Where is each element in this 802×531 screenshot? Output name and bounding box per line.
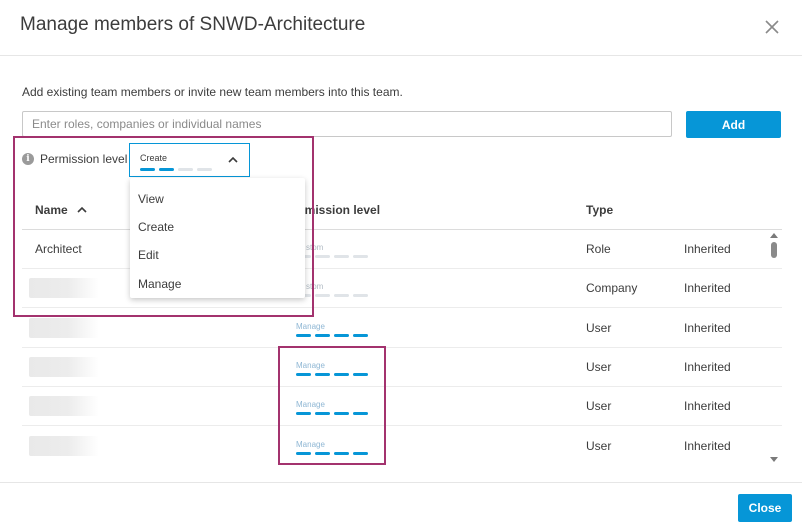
permission-selected-value: Create: [140, 153, 168, 163]
level-dash: [353, 294, 368, 297]
inherited-status: Inherited: [684, 321, 731, 335]
inherited-status: Inherited: [684, 360, 731, 374]
dialog-description: Add existing team members or invite new …: [22, 85, 403, 99]
row-divider: [22, 425, 782, 426]
member-type: User: [586, 399, 612, 413]
chevron-up-icon: [228, 156, 238, 163]
inherited-status: Inherited: [684, 281, 731, 295]
member-type: Role: [586, 242, 611, 256]
add-button[interactable]: Add: [686, 111, 781, 138]
level-dash: [296, 334, 311, 337]
option-view[interactable]: View: [138, 192, 164, 206]
level-dash: [140, 168, 155, 171]
redacted-member-name: [29, 278, 99, 298]
highlight-box-manage-levels: [278, 346, 386, 465]
level-dash: [315, 452, 330, 455]
column-header-permission[interactable]: rmission level: [300, 203, 381, 217]
level-dash: [334, 412, 349, 415]
level-dash: [353, 255, 368, 258]
permission-dropdown-menu: View Create Edit Manage: [130, 178, 305, 298]
level-dash: [178, 168, 193, 171]
inherited-status: Inherited: [684, 399, 731, 413]
row-permission-label: Manage: [296, 361, 325, 370]
close-icon[interactable]: [760, 15, 784, 39]
row-divider: [22, 307, 782, 308]
level-dash: [334, 373, 349, 376]
redacted-member-name: [29, 436, 99, 456]
scrollbar-thumb[interactable]: [771, 242, 777, 258]
row-permission-indicator: [296, 412, 368, 415]
inherited-status: Inherited: [684, 439, 731, 453]
row-permission-label: Manage: [296, 322, 325, 331]
level-dash: [296, 452, 311, 455]
permission-level-select[interactable]: Create: [129, 143, 250, 177]
permission-level-row: i Permission level: [22, 152, 127, 166]
close-button[interactable]: Close: [738, 494, 792, 522]
level-dash: [315, 334, 330, 337]
level-dash: [197, 168, 212, 171]
member-type: User: [586, 360, 612, 374]
permission-level-label: Permission level: [40, 152, 128, 166]
column-header-name-label: Name: [35, 203, 68, 217]
row-permission-indicator: [296, 294, 368, 297]
level-dash: [353, 412, 368, 415]
option-create[interactable]: Create: [138, 220, 175, 234]
level-dash: [334, 255, 349, 258]
level-dash: [296, 412, 311, 415]
level-dash: [353, 334, 368, 337]
row-permission-label: Manage: [296, 400, 325, 409]
scroll-down-arrow[interactable]: [770, 457, 778, 462]
member-type: User: [586, 439, 612, 453]
member-type: Company: [586, 281, 638, 295]
info-icon[interactable]: i: [22, 153, 34, 165]
row-permission-indicator: [296, 334, 368, 337]
option-manage[interactable]: Manage: [138, 277, 182, 291]
row-divider: [22, 347, 782, 348]
row-permission-indicator: [296, 452, 368, 455]
redacted-member-name: [29, 396, 99, 416]
level-dash: [334, 452, 349, 455]
row-permission-label: stom: [306, 282, 324, 291]
member-type: User: [586, 321, 612, 335]
member-name: Architect: [35, 242, 82, 256]
row-divider: [22, 268, 782, 269]
column-header-name[interactable]: Name: [35, 203, 87, 217]
row-permission-label: Manage: [296, 440, 325, 449]
option-edit[interactable]: Edit: [138, 248, 159, 262]
level-dash: [334, 294, 349, 297]
level-dash: [315, 373, 330, 376]
row-permission-label: stom: [306, 243, 324, 252]
inherited-status: Inherited: [684, 242, 731, 256]
redacted-member-name: [29, 357, 99, 377]
redacted-member-name: [29, 318, 99, 338]
level-dash: [353, 373, 368, 376]
scroll-up-arrow[interactable]: [770, 233, 778, 238]
row-permission-indicator: [296, 255, 368, 258]
level-dash: [159, 168, 174, 171]
header-divider: [0, 55, 802, 56]
level-dash: [353, 452, 368, 455]
footer-divider: [0, 482, 802, 483]
level-dash: [334, 334, 349, 337]
level-dash: [315, 294, 330, 297]
dialog-title: Manage members of SNWD-Architecture: [20, 14, 366, 35]
level-dash: [315, 412, 330, 415]
member-search-input[interactable]: [22, 111, 672, 137]
level-dash: [296, 373, 311, 376]
column-header-type[interactable]: Type: [586, 203, 614, 217]
row-divider: [22, 386, 782, 387]
row-permission-indicator: [296, 373, 368, 376]
table-header-divider: [22, 229, 782, 230]
permission-level-indicator: [140, 168, 212, 171]
level-dash: [315, 255, 330, 258]
sort-ascending-icon: [77, 206, 87, 213]
